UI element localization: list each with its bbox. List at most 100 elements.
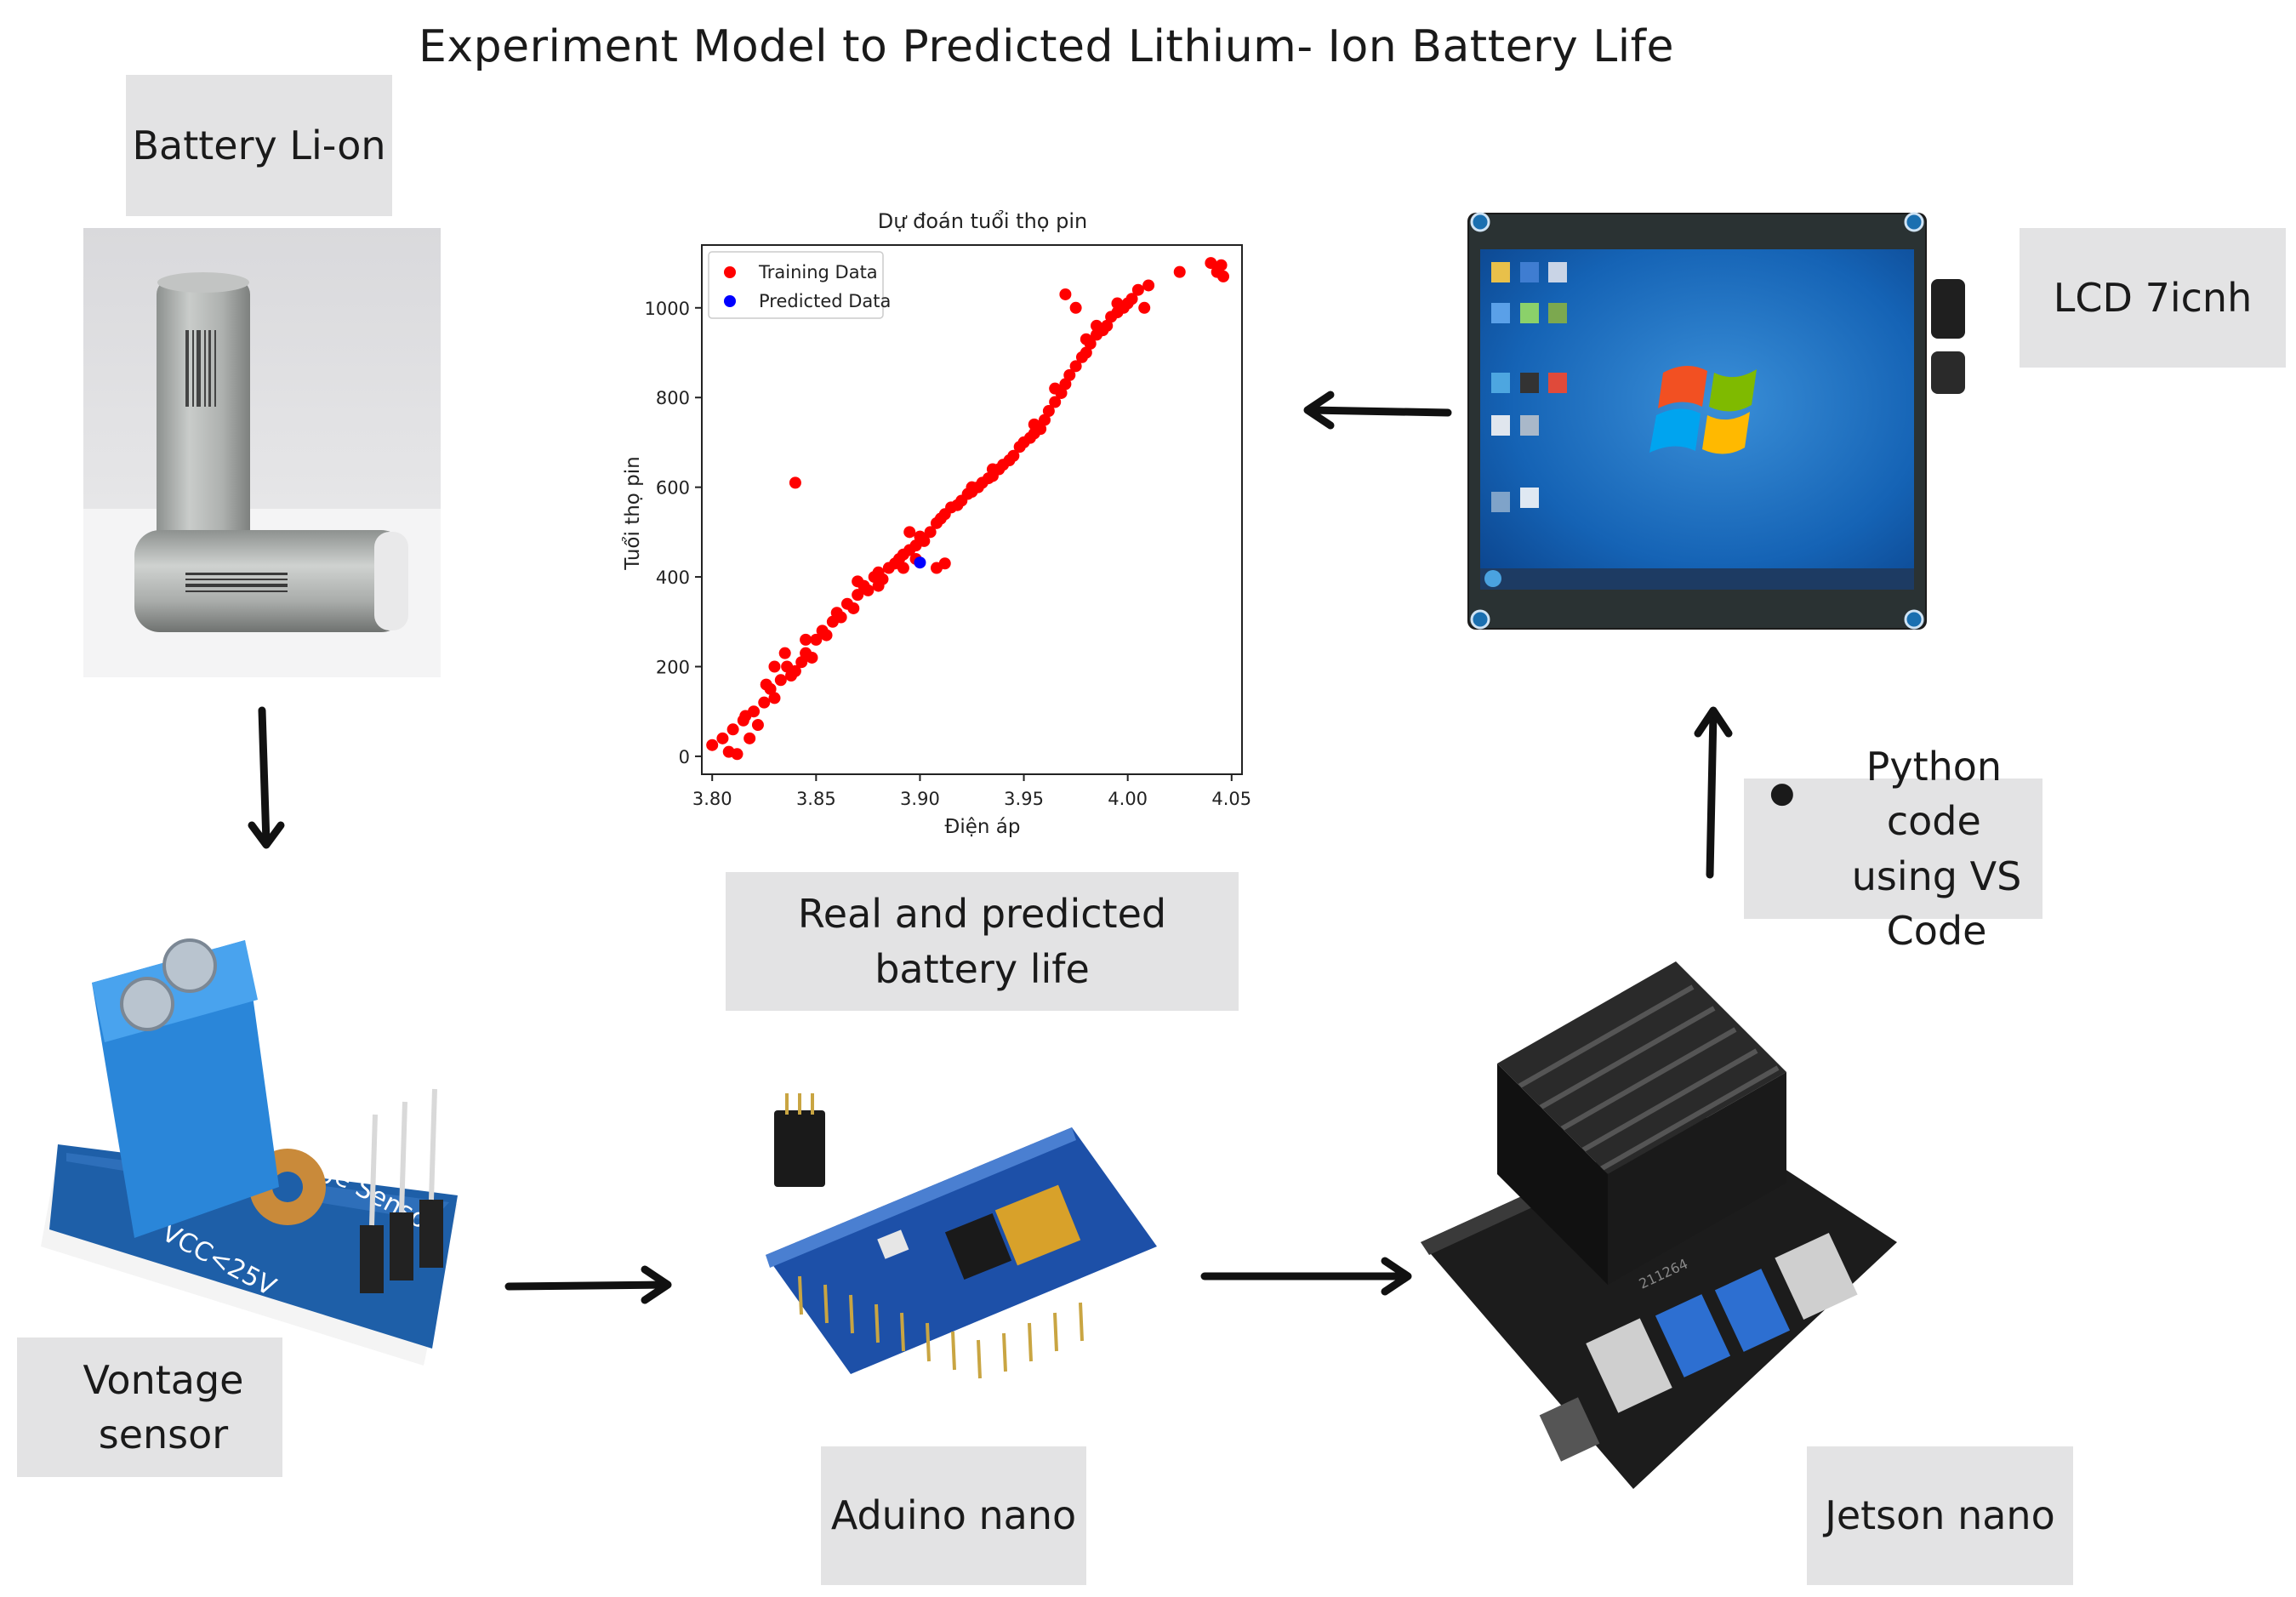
training-point <box>758 696 771 709</box>
training-point <box>743 732 756 744</box>
x-tick-label: 4.00 <box>1108 789 1148 809</box>
training-point <box>966 481 978 493</box>
chart-caption: Real and predicted battery life <box>726 872 1239 1011</box>
arrow-arduino-to-jetson <box>1200 1257 1412 1296</box>
training-point <box>1063 368 1076 381</box>
lcd-image <box>1467 212 1965 630</box>
training-point <box>1125 293 1138 305</box>
python-code-label: ● Python code using VS Code <box>1744 744 2042 954</box>
training-point <box>810 633 823 646</box>
bullet-icon: ● <box>1769 776 1795 811</box>
training-point <box>768 660 781 673</box>
python-line-1-text: Python code <box>1866 743 2003 845</box>
predicted-point <box>914 556 926 569</box>
training-point <box>1038 414 1051 426</box>
usb-port-icon <box>994 1184 1081 1266</box>
training-point <box>835 611 847 624</box>
training-point <box>806 651 818 664</box>
x-tick-label: 3.85 <box>796 789 836 809</box>
screw-icon-2 <box>120 977 174 1031</box>
training-point <box>716 732 729 744</box>
heatsink-fins <box>1513 984 1780 1172</box>
voltage-sensor-label: Vontage sensor <box>17 1337 282 1477</box>
training-point <box>706 739 719 751</box>
plot-area <box>701 244 1243 775</box>
data-points <box>706 257 1230 761</box>
training-point <box>1049 382 1062 395</box>
arrow-lcd-to-chart <box>1303 391 1452 430</box>
power-jack-icon <box>1539 1397 1600 1462</box>
training-point <box>1059 378 1072 391</box>
battery-cell-upright <box>157 279 250 551</box>
x-tick-label: 3.90 <box>900 789 940 809</box>
python-line-1: ● Python code <box>1769 739 2042 849</box>
training-point <box>795 656 808 669</box>
y-axis-label: Tuổi thọ pin <box>622 456 644 570</box>
y-tick-label: 400 <box>656 568 690 588</box>
training-point <box>938 557 951 570</box>
training-point <box>1142 279 1155 292</box>
y-tick-label: 1000 <box>645 299 690 319</box>
training-point <box>1101 319 1114 332</box>
y-tick-label: 200 <box>656 657 690 677</box>
training-point <box>924 526 937 539</box>
jetson-nano-image: 211264 <box>1421 961 1897 1489</box>
voltage-sensor-image: Voltage Sensor VCC<25V <box>41 938 458 1366</box>
windows-logo-icon <box>1649 365 1757 454</box>
usb-connector-icon <box>1931 351 1965 394</box>
x-axis-label: Điện áp <box>945 816 1021 838</box>
usb3-port-icon-2 <box>1714 1269 1791 1352</box>
training-point <box>739 710 752 722</box>
x-tick-label: 3.80 <box>692 789 732 809</box>
chart-title: Dự đoán tuổi thọ pin <box>878 209 1087 233</box>
battery-cell-lying <box>134 530 407 632</box>
training-point <box>778 647 791 659</box>
training-point <box>731 748 743 761</box>
training-point <box>1080 346 1092 359</box>
arduino-nano-image <box>766 1093 1157 1379</box>
barcode-icon-2 <box>185 573 288 592</box>
jetson-label: Jetson nano <box>1807 1446 2073 1585</box>
pin-header-icon <box>360 1200 443 1293</box>
training-point <box>820 629 833 642</box>
training-point <box>1059 288 1072 300</box>
battery-label: Battery Li-on <box>126 75 392 216</box>
arrow-jetson-to-lcd <box>1694 706 1733 879</box>
barcode-icon <box>185 330 216 407</box>
training-point <box>1111 297 1124 310</box>
training-point <box>986 463 999 476</box>
legend-training-label: Training Data <box>758 262 878 282</box>
training-point <box>1173 265 1186 278</box>
start-button-icon <box>1484 570 1501 587</box>
training-point <box>1069 360 1082 373</box>
training-point <box>1217 270 1230 282</box>
legend-predicted-label: Predicted Data <box>759 291 891 311</box>
legend-training-marker <box>724 266 736 278</box>
desktop-icons <box>1491 262 1567 512</box>
y-tick-label: 0 <box>679 747 690 767</box>
x-tick-label: 4.05 <box>1211 789 1251 809</box>
training-point <box>1131 283 1144 296</box>
reset-button-icon <box>877 1229 909 1259</box>
ethernet-port-icon <box>1775 1232 1858 1320</box>
training-point <box>903 526 916 539</box>
pins <box>369 1088 437 1226</box>
hdmi-connector-icon <box>1931 279 1965 339</box>
training-point <box>1205 257 1217 270</box>
training-point <box>1007 449 1020 462</box>
lcd-label: LCD 7icnh <box>2020 228 2286 368</box>
arrow-sensor-to-arduino <box>504 1265 672 1304</box>
training-point <box>760 678 772 691</box>
legend: Training Data Predicted Data <box>708 251 891 319</box>
arrow-battery-to-sensor <box>248 706 285 849</box>
training-point <box>789 664 801 677</box>
training-point <box>872 579 885 592</box>
arduino-label: Aduino nano <box>821 1446 1086 1585</box>
y-tick-label: 600 <box>656 478 690 499</box>
training-point <box>1215 259 1228 271</box>
training-point <box>1069 301 1082 314</box>
